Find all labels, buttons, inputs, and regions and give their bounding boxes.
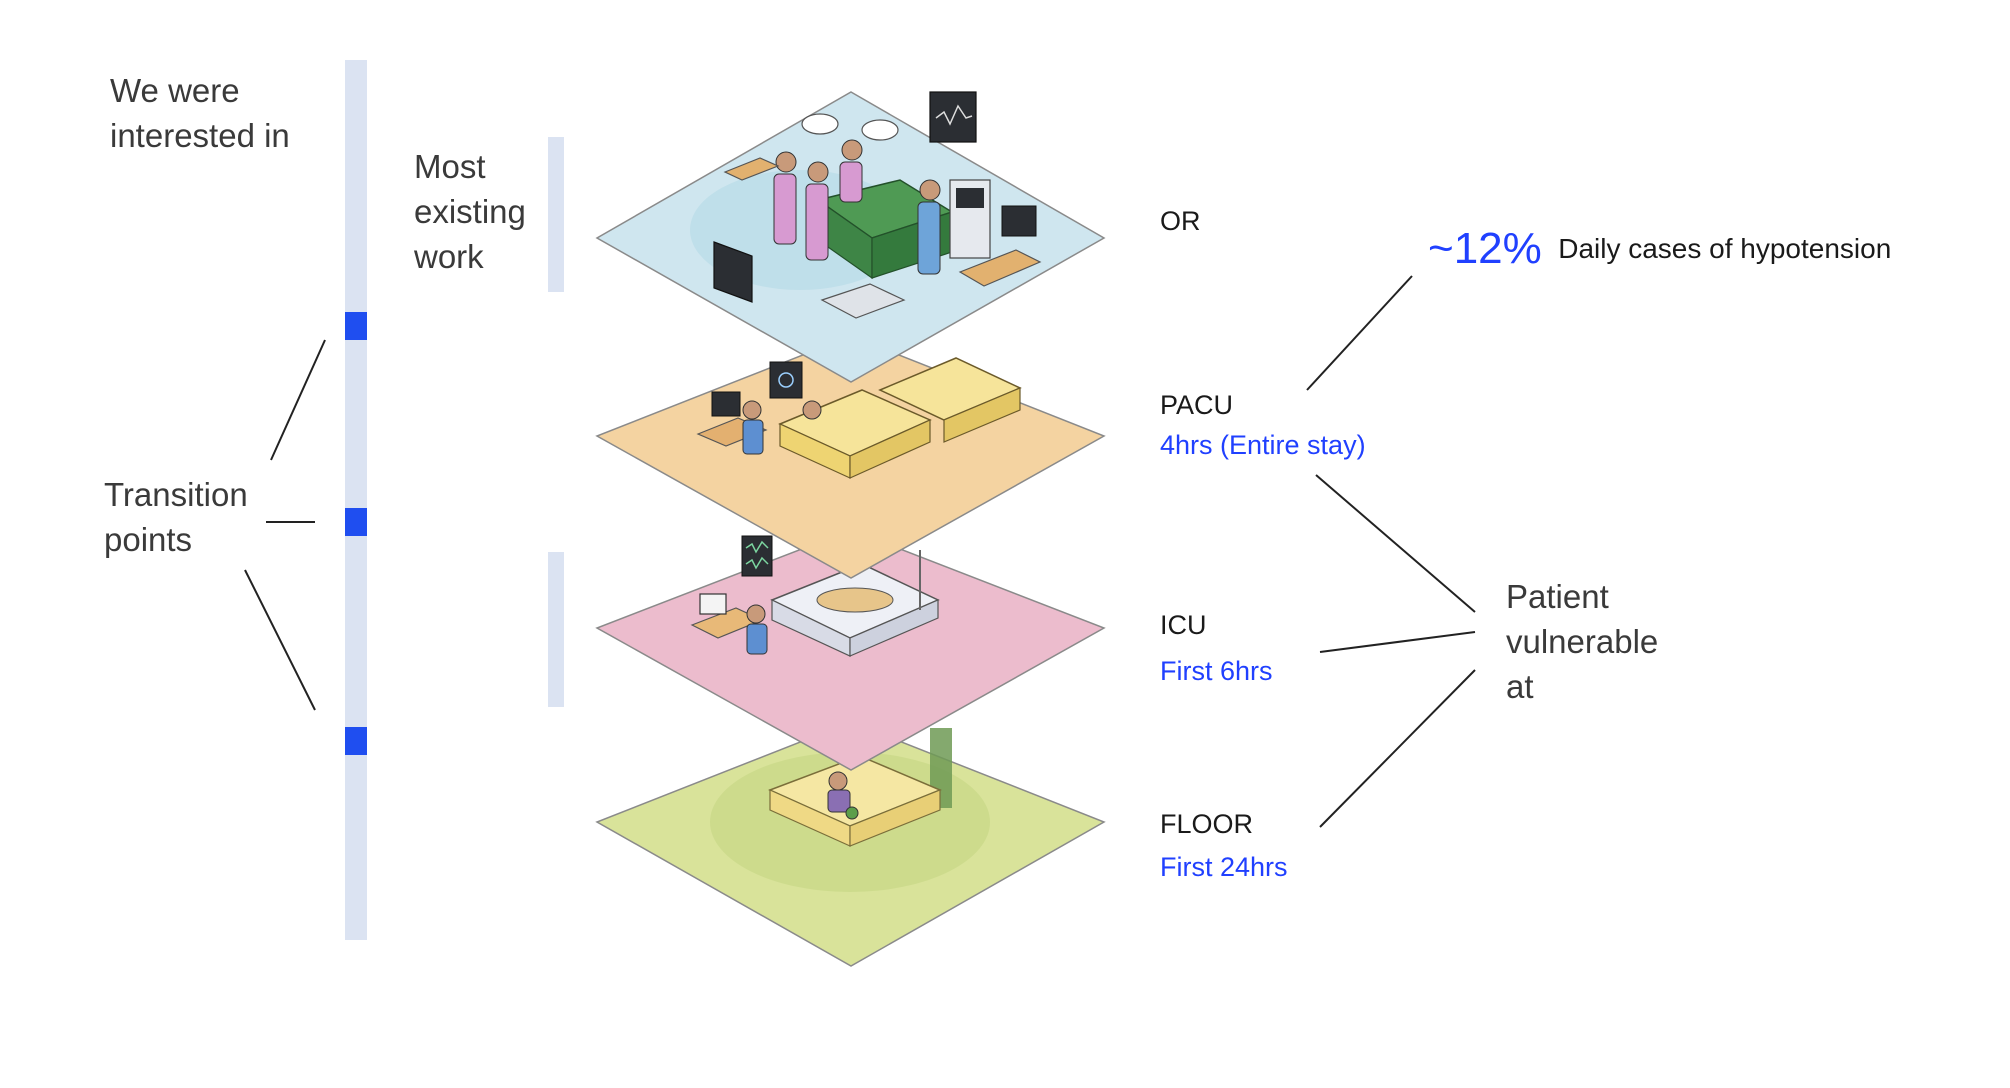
transition-marker-pacu-icu <box>345 508 367 536</box>
icu-staff <box>746 604 766 624</box>
pacu-desk-monitor <box>711 391 741 417</box>
interest-heading: We were interested in <box>110 68 290 158</box>
existing-work-bracket-or <box>548 137 564 292</box>
level-label-floor: FLOOR <box>1160 809 1254 839</box>
timeline-track <box>345 60 367 940</box>
level-detail-floor: First 24hrs <box>1160 852 1288 882</box>
or-surgical-light-2 <box>861 119 899 141</box>
or-layer <box>595 91 1106 383</box>
transition-marker-icu-floor <box>345 727 367 755</box>
hypotension-stat: ~12% Daily cases of hypotension <box>1428 224 1891 274</box>
existing-work-line-3: work <box>414 238 484 275</box>
pacu-layer <box>595 335 1106 579</box>
transition-points-line-1: Transition <box>104 476 248 513</box>
patient-vulnerable-line-1: Patient <box>1506 578 1609 615</box>
or-surgeon-1 <box>775 151 797 173</box>
transition-points-label: Transition points <box>104 472 248 562</box>
existing-work-bracket-icu <box>548 552 564 707</box>
level-detail-pacu: 4hrs (Entire stay) <box>1160 430 1366 460</box>
pacu-patient <box>802 400 822 420</box>
floor-layer <box>595 721 1106 967</box>
icu-monitor-stack <box>741 535 773 577</box>
or-anesthesiologist <box>919 179 941 201</box>
icu-desk-monitor <box>699 593 727 615</box>
existing-work-line-1: Most <box>414 148 486 185</box>
hypotension-stat-value: ~12% <box>1428 224 1542 273</box>
or-surgeon-3 <box>841 139 863 161</box>
or-surgeon-2 <box>807 161 829 183</box>
vulnerable-connector-icu <box>1319 631 1476 653</box>
patient-vulnerable-line-3: at <box>1506 668 1534 705</box>
level-label-icu: ICU <box>1160 610 1207 640</box>
or-surgical-light-1 <box>801 113 839 135</box>
interest-heading-line-1: We were <box>110 72 240 109</box>
patient-vulnerable-line-2: vulnerable <box>1506 623 1659 660</box>
or-side-screen <box>713 241 753 303</box>
ward-patient <box>828 771 848 791</box>
existing-work-line-2: existing <box>414 193 526 230</box>
vulnerable-connector-pacu <box>1315 474 1476 613</box>
level-label-or: OR <box>1160 206 1201 236</box>
stat-connector <box>1306 275 1413 391</box>
transition-points-line-2: points <box>104 521 193 558</box>
vulnerable-connector-floor <box>1319 669 1476 828</box>
transition-marker-or-pacu <box>345 312 367 340</box>
transition-connector-bottom <box>244 569 316 711</box>
or-cart <box>958 249 1042 287</box>
pacu-staff <box>742 400 762 420</box>
patient-vulnerable-label: Patient vulnerable at <box>1506 574 1658 709</box>
level-label-pacu: PACU <box>1160 390 1234 420</box>
interest-heading-line-2: interested in <box>110 117 290 154</box>
pacu-monitor <box>769 361 803 399</box>
or-instrument-table <box>820 283 906 319</box>
hypotension-stat-label: Daily cases of hypotension <box>1558 233 1892 264</box>
icu-layer <box>595 529 1106 771</box>
existing-work-label: Most existing work <box>414 144 526 279</box>
transition-connector-top <box>270 339 326 461</box>
level-detail-icu: First 6hrs <box>1160 656 1273 686</box>
